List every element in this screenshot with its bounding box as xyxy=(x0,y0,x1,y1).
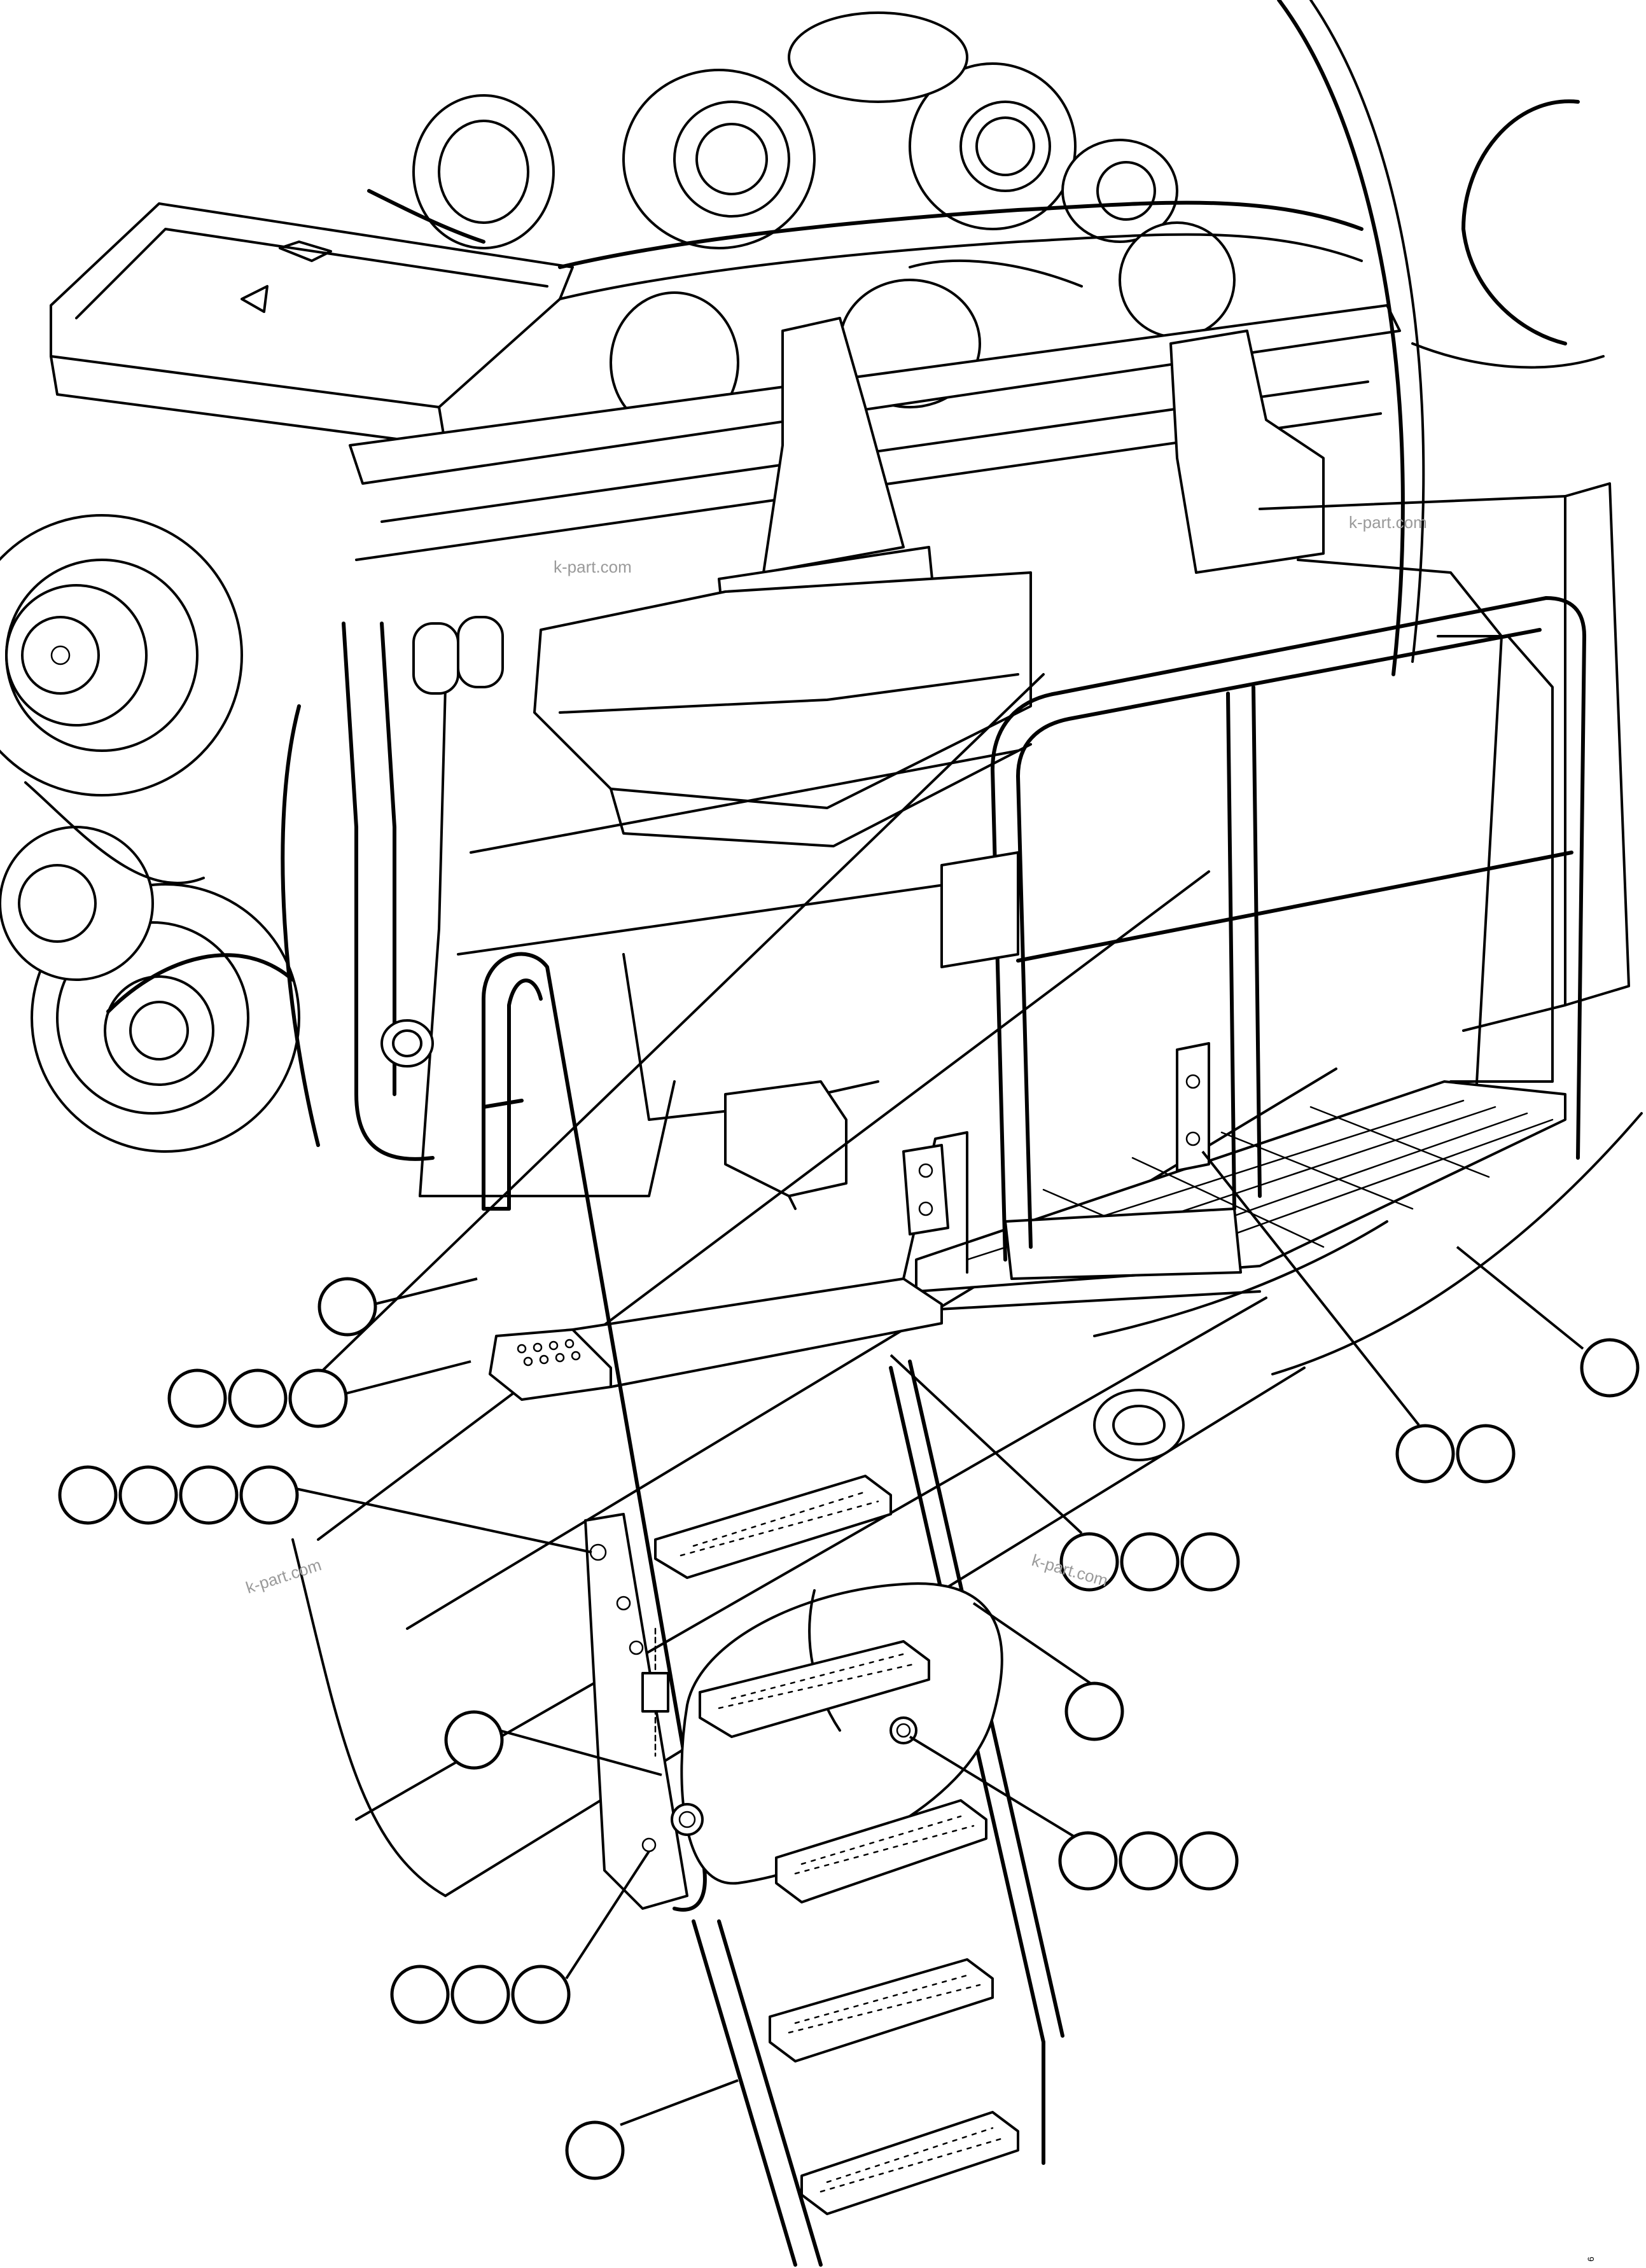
callout-ladder-bracket[interactable] xyxy=(444,1710,504,1770)
callout-lower-stair[interactable] xyxy=(565,2120,625,2180)
callout-landing-bolt-1[interactable] xyxy=(1395,1424,1455,1484)
callout-landing-bolt-2[interactable] xyxy=(1456,1424,1516,1484)
callout-stringer-bolt-2[interactable] xyxy=(1119,1831,1178,1891)
callout-bracket-bolt-upper-2[interactable] xyxy=(118,1465,178,1525)
callout-bracket-bolt-upper-3[interactable] xyxy=(179,1465,239,1525)
callout-leaders xyxy=(295,1150,1584,2126)
access-ladder xyxy=(482,952,1064,2267)
tread-perforations xyxy=(680,1491,1007,2193)
callout-step-pivot-bolt-3[interactable] xyxy=(1180,1532,1240,1592)
callout-platform-bolt-1[interactable] xyxy=(167,1368,227,1428)
callout-lower-pivot-bolt-1[interactable] xyxy=(390,1965,450,2024)
callout-bracket-bolt-upper-4[interactable] xyxy=(239,1465,299,1525)
step-bridge xyxy=(489,1131,968,1401)
callout-step-pivot-bolt-2[interactable] xyxy=(1120,1532,1180,1592)
callout-bracket-bolt-upper-1[interactable] xyxy=(58,1465,118,1525)
callout-stair-stringer[interactable] xyxy=(1064,1681,1124,1741)
callout-stringer-bolt-1[interactable] xyxy=(1058,1831,1118,1891)
upper-landing xyxy=(915,596,1586,1312)
drawing-code: 6 xyxy=(1586,2257,1596,2262)
top-step-holes xyxy=(517,1339,581,1367)
callout-stringer-bolt-3[interactable] xyxy=(1179,1831,1239,1891)
watermark-center: k-part.com xyxy=(554,557,632,576)
engine-assembly xyxy=(0,0,1630,1210)
callout-platform-bolt-2[interactable] xyxy=(228,1368,288,1428)
callout-lower-pivot-bolt-3[interactable] xyxy=(511,1965,571,2024)
callout-left-rail[interactable] xyxy=(317,1277,377,1337)
callout-step-pivot-bolt-1[interactable] xyxy=(1059,1532,1119,1592)
callout-landing-side[interactable] xyxy=(1580,1338,1640,1398)
callout-bubbles xyxy=(58,1277,1640,2180)
callout-lower-pivot-bolt-2[interactable] xyxy=(450,1965,510,2024)
watermark-left: k-part.com xyxy=(244,1555,324,1597)
watermark-right: k-part.com xyxy=(1349,513,1427,532)
callout-platform-bolt-3[interactable] xyxy=(288,1368,348,1428)
